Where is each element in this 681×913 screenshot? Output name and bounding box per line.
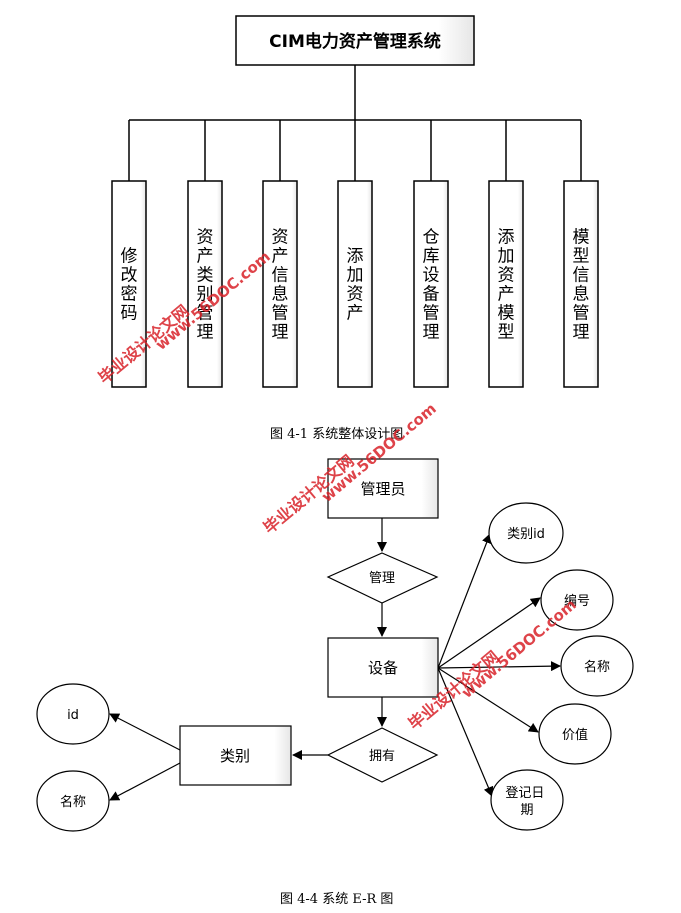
relation-own	[326, 727, 439, 783]
attr-category-id	[36, 683, 110, 745]
edge-device-number	[437, 597, 541, 669]
er-diagram: 管理员 管理 设备 拥有 类别 id 名称 类别id 编号	[36, 458, 634, 832]
attr-device-date-line1: 登记日	[505, 786, 544, 801]
edge-device-date	[437, 667, 494, 797]
attr-device-value	[538, 703, 612, 765]
attr-category-id-label: id	[67, 708, 79, 723]
edge-device-name	[437, 661, 561, 672]
attr-device-date-label: 登记日 期	[505, 786, 548, 818]
attr-device-value-label: 价值	[562, 727, 588, 743]
root-box	[235, 15, 475, 66]
module-box	[262, 180, 298, 388]
relation-own-label: 拥有	[369, 749, 395, 764]
module-label: 修改密码	[121, 247, 138, 324]
er-caption: 图 4-4 系统 E-R 图	[280, 892, 394, 907]
module-box	[563, 180, 599, 388]
hierarchy-diagram: CIM电力资产管理系统 修改密码 资产类别管理 资产信息管理 添加资产 仓库设备管理 添加…	[111, 15, 599, 388]
edge-category-id	[109, 713, 181, 751]
attr-device-name-label: 名称	[584, 659, 610, 675]
entity-device-label: 设备	[368, 659, 398, 677]
entity-device	[327, 637, 439, 698]
module-label: 添加资产模型	[498, 228, 515, 343]
edge-device-typeid	[437, 533, 492, 669]
module-box	[337, 180, 373, 388]
attr-device-typeid-label: 类别id	[507, 527, 545, 542]
edge-category-name	[109, 762, 181, 801]
module-label: 资产类别管理	[197, 228, 214, 343]
relation-manage-label: 管理	[369, 571, 395, 586]
edge-device-value	[437, 667, 539, 733]
entity-category	[179, 725, 292, 786]
module-box	[111, 180, 147, 388]
module-group: 修改密码 资产类别管理 资产信息管理 添加资产 仓库设备管理 添加资产模型 模型信息管理	[111, 120, 599, 388]
attr-category-name	[36, 770, 110, 832]
attr-device-typeid	[488, 502, 564, 564]
module-box	[488, 180, 524, 388]
hierarchy-caption: 图 4-1 系统整体设计图	[270, 427, 404, 442]
attr-device-name	[560, 635, 634, 697]
module-box	[413, 180, 449, 388]
entity-category-label: 类别	[220, 747, 250, 765]
attr-device-date-line2: 期	[520, 803, 533, 818]
module-label: 模型信息管理	[573, 228, 590, 343]
module-label: 资产信息管理	[272, 228, 289, 343]
entity-admin	[327, 458, 439, 519]
root-label: CIM电力资产管理系统	[269, 31, 441, 52]
attr-category-name-label: 名称	[60, 794, 86, 810]
module-label: 仓库设备管理	[423, 228, 440, 343]
module-box	[187, 180, 223, 388]
module-label: 添加资产	[347, 247, 364, 324]
attr-device-date	[490, 769, 564, 831]
attr-device-number	[540, 569, 614, 631]
entity-admin-label: 管理员	[360, 480, 405, 498]
attr-device-number-label: 编号	[564, 594, 590, 609]
